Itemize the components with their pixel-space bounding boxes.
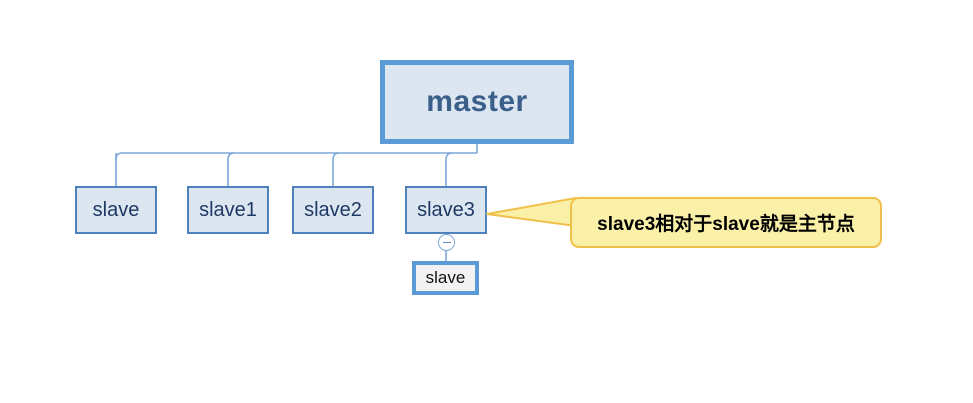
connector-drop-slave3 xyxy=(445,152,453,186)
node-child-slave[interactable]: slave xyxy=(412,261,479,295)
minus-bar xyxy=(442,241,451,244)
node-slave2[interactable]: slave2 xyxy=(292,186,374,234)
callout-tail xyxy=(486,197,577,227)
node-slave[interactable]: slave xyxy=(75,186,157,234)
collapse-minus-icon[interactable] xyxy=(438,234,455,251)
node-slave3[interactable]: slave3 xyxy=(405,186,487,234)
connector-drop-slave1 xyxy=(227,152,235,186)
connector-elbow-slave xyxy=(115,152,123,161)
connector-drop-slave2 xyxy=(332,152,340,186)
node-master[interactable]: master xyxy=(380,60,574,144)
node-slave1[interactable]: slave1 xyxy=(187,186,269,234)
callout-annotation: slave3相对于slave就是主节点 xyxy=(570,197,882,248)
